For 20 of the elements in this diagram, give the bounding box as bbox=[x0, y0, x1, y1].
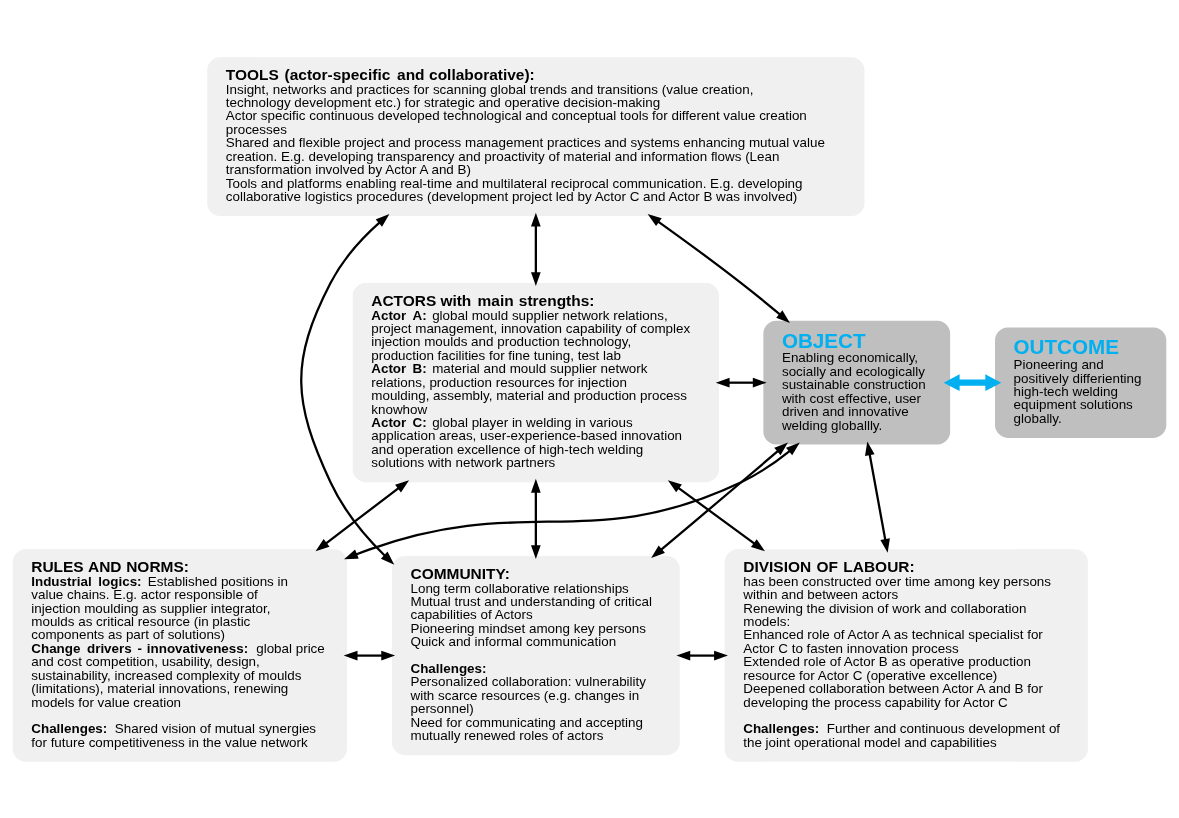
node-box: OBJECT Enabling economically, socially and ecologically sustainable construction with cost effective, user driven and innovative welding globallly. bbox=[763, 320, 951, 445]
node-box: ACTORS with main strengths: Actor A: global mould supplier network relations, project management, innovation capability of complex injection moulds and production technology, production facilities for fine tuning, test lab Actor B: material and mould supplier network relations, production resources for injection moulding, assembly, material and production process knowhow Actor C: global player in welding in various application areas, user-experience-based innovation and operation excellence of high-tech welding solutions with network partners bbox=[352, 282, 719, 482]
arrow bbox=[315, 479, 410, 551]
node-box: COMMUNITY: Long term collaborative relationships Mutual trust and understanding of critical capabilities of Actors Pioneering mindset among key persons Quick and informal communication Challenges: Personalized collaboration: vulnerability with scarce resources (e.g. changes in personnel) Need for communicating and accepting mutually renewed roles of actors bbox=[391, 555, 680, 755]
arrow bbox=[647, 213, 790, 323]
arrow bbox=[715, 377, 767, 387]
arrow bbox=[865, 440, 890, 553]
node-box: DIVISION OF LABOUR: has been constructed over time among key persons within and between actors Renewing the division of work and collaboration models: Enhanced role of Actor A as technical specialist for Actor C to fasten innovation process Extended role of Actor B as operative production resource for Actor C (operative excellence) Deepened collaboration between Actor A and B for developing the process capability for Actor C Challenges: Further and continuous development of the joint operational model and capabilities bbox=[724, 548, 1088, 762]
arrow bbox=[300, 213, 395, 565]
arrow bbox=[676, 650, 728, 660]
arrow bbox=[651, 442, 788, 558]
arrow bbox=[943, 373, 1002, 391]
arrow bbox=[667, 479, 765, 551]
node-box: RULES AND NORMS: Industrial logics: Established positions in value chains. E.g. actor responsible of injection moulding as supplier integrator, moulds as critical resource (in plastic components as part of solutions) Change drivers - innovativeness: global price and cost competition, usability, design, sustainability, increased complexity of moulds (limitations), material innovations, renewing models for value creation Challenges: Shared vision of mutual synergies for future competitiveness in the value network bbox=[12, 548, 347, 762]
arrow bbox=[531, 212, 541, 286]
node-box: TOOLS (actor-specific and collaborative): Insight, networks and practices for scanning global trends and transitions (value creation, technology development etc.) for strategic and operative decision-making Actor specific continuous developed technological and conceptual tools for different value creation processes Shared and flexible project and process management practices and systems enhancing mutual value creation. E.g. developing transparency and proactivity of material and information flows (Lean transformation involved by Actor A and B) Tools and platforms enabling real-time and multilateral reciprocal communication. E.g. developing collaborative logistics procedures (development project led by Actor C and Actor B was involved) bbox=[207, 56, 865, 216]
arrow bbox=[531, 478, 541, 559]
node-box: OUTCOME Pioneering and positively differienting high-tech welding equipment solutions globally. bbox=[995, 326, 1167, 438]
arrow bbox=[344, 442, 800, 559]
arrow bbox=[343, 650, 396, 660]
